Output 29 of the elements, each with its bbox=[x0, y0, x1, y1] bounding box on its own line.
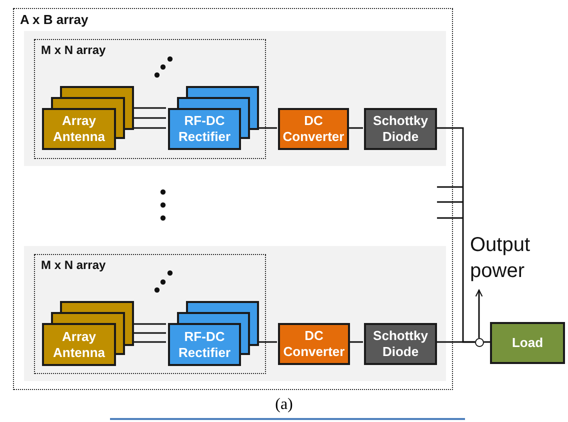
connector-line bbox=[132, 117, 166, 119]
connector-line bbox=[436, 341, 475, 343]
connector-line bbox=[349, 341, 363, 343]
diode-block: Schottky Diode bbox=[364, 323, 437, 365]
row-band bbox=[24, 246, 446, 381]
load-block: Load bbox=[490, 322, 565, 364]
array-group-frame bbox=[13, 8, 453, 390]
converter-block: DC Converter bbox=[278, 108, 349, 150]
connector-line bbox=[132, 107, 166, 109]
figure-caption: (a) bbox=[274, 396, 294, 414]
subarray-frame bbox=[34, 39, 266, 159]
connector-line bbox=[132, 323, 166, 325]
junction-dot bbox=[475, 338, 484, 347]
group-title: M x N array bbox=[41, 258, 106, 272]
connector-line bbox=[348, 127, 363, 129]
connector-line bbox=[132, 341, 166, 343]
group-title: A x B array bbox=[20, 12, 88, 27]
connector-line bbox=[132, 127, 166, 129]
connector-line bbox=[257, 341, 277, 343]
converter-block: DC Converter bbox=[278, 323, 350, 365]
connector-line bbox=[257, 127, 277, 129]
row-band bbox=[24, 31, 446, 166]
diode-block: Schottky Diode bbox=[364, 108, 437, 150]
connector-line bbox=[132, 332, 166, 334]
connector-line bbox=[484, 341, 490, 343]
output-label: Output power bbox=[470, 232, 560, 286]
group-title: M x N array bbox=[41, 43, 106, 57]
subarray-frame bbox=[34, 254, 266, 374]
arrow bbox=[475, 289, 483, 338]
